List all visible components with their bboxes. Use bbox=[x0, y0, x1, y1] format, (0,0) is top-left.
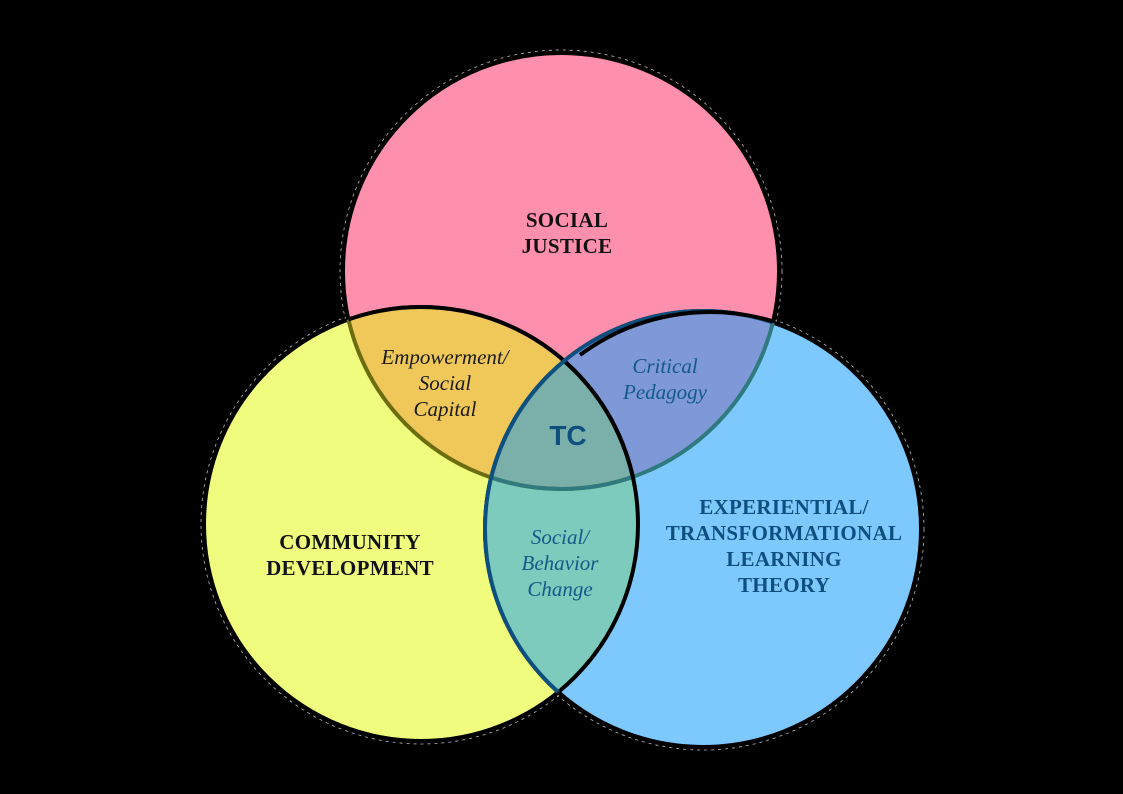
label-center-tc: TC bbox=[549, 420, 587, 451]
social-justice-halo bbox=[339, 49, 783, 493]
blue-top-arc-in-pink bbox=[578, 310, 776, 357]
overlap-center bbox=[485, 311, 638, 489]
yellow-arc-in-pink bbox=[343, 305, 640, 489]
label-empowerment-social-capital: Empowerment/ Social Capital bbox=[381, 345, 509, 421]
label-community-development: COMMUNITY DEVELOPMENT bbox=[266, 530, 434, 580]
pink-arc-in-blue bbox=[485, 311, 781, 491]
blue-arc-in-yellow bbox=[483, 309, 638, 741]
label-social-justice: SOCIAL JUSTICE bbox=[521, 208, 613, 258]
label-experiential-learning: EXPERIENTIAL/ TRANSFORMATIONAL LEARNING … bbox=[665, 495, 903, 597]
yellow-arc-in-blue bbox=[485, 311, 640, 743]
label-critical-pedagogy: Critical Pedagogy bbox=[623, 354, 707, 404]
label-social-behavior-change: Social/ Behavior Change bbox=[521, 525, 599, 601]
